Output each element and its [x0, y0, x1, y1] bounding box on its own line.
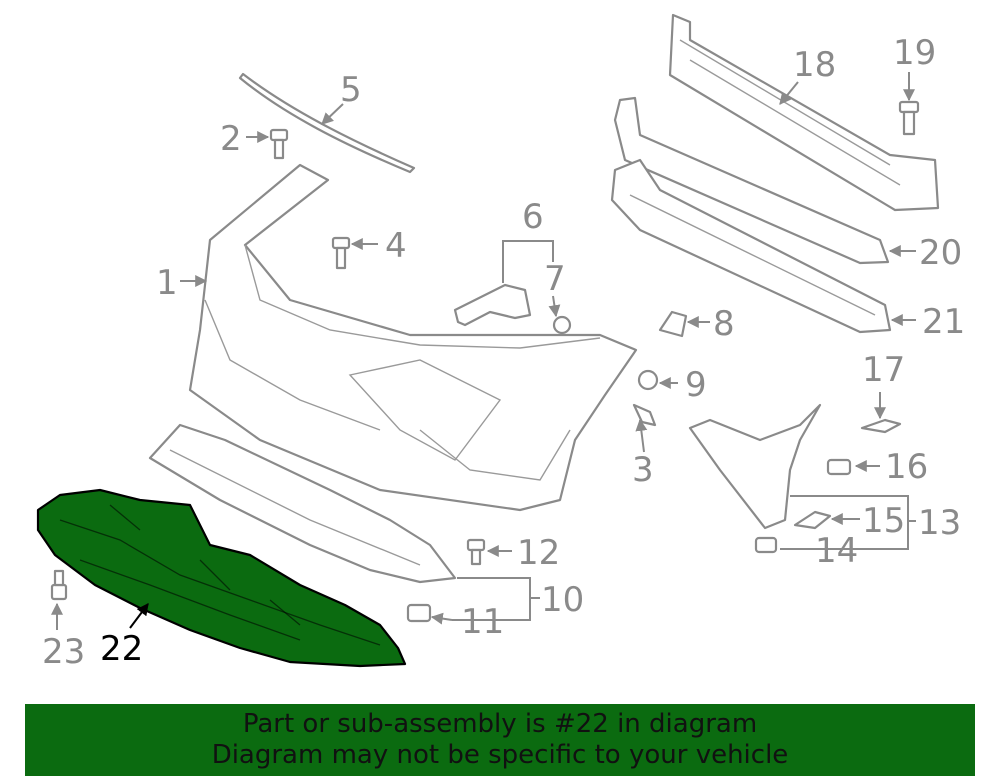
- part-11-clip: [406, 603, 432, 623]
- notice-line-1: Part or sub-assembly is #22 in diagram: [242, 709, 758, 739]
- part-7-clip: [552, 315, 572, 335]
- callout-2: 2: [220, 119, 242, 159]
- callout-20: 20: [919, 233, 962, 273]
- part-4-bolt: [331, 236, 351, 270]
- leader-lines: [51, 72, 916, 630]
- callout-19: 19: [893, 33, 936, 73]
- part-21-absorber: [610, 158, 892, 334]
- callout-12: 12: [517, 533, 560, 573]
- part-22-under-cover: [36, 488, 407, 668]
- callout-11: 11: [461, 602, 504, 642]
- callout-21: 21: [922, 302, 965, 342]
- part-12-bolt: [466, 538, 486, 566]
- callout-22: 22: [100, 629, 143, 669]
- part-18-reinforcement: [668, 13, 940, 212]
- callout-14: 14: [815, 531, 858, 571]
- callout-17: 17: [862, 350, 905, 390]
- callout-4: 4: [385, 226, 407, 266]
- part-10-spoiler: [148, 423, 457, 584]
- part-20-absorber: [613, 96, 890, 265]
- part-13-bracket: [688, 403, 822, 530]
- callout-16: 16: [885, 447, 928, 487]
- callout-labels: 1 2 3 4 5 6 7 8 9 10 11 12 13 14 15 16 1…: [42, 33, 965, 672]
- callout-18: 18: [793, 45, 836, 85]
- part-2-bolt: [269, 128, 289, 160]
- callout-5: 5: [340, 70, 362, 110]
- part-15-clip: [793, 510, 832, 530]
- callout-6: 6: [522, 197, 544, 237]
- callout-9: 9: [685, 365, 707, 405]
- callout-1: 1: [156, 263, 178, 303]
- callout-8: 8: [713, 304, 735, 344]
- part-1-bumper-cover: [188, 163, 638, 512]
- callout-10: 10: [541, 580, 584, 620]
- part-6-bracket: [453, 283, 532, 327]
- callout-15: 15: [862, 501, 905, 541]
- part-3-clip: [632, 403, 657, 427]
- notice-line-2: Diagram may not be specific to your vehi…: [211, 740, 789, 770]
- callout-7: 7: [544, 259, 566, 299]
- part-8-clip: [658, 310, 688, 338]
- part-23-bolt: [50, 569, 68, 601]
- notice-banner: Part or sub-assembly is #22 in diagram D…: [25, 704, 975, 776]
- part-9-nut: [637, 369, 659, 391]
- callout-3: 3: [632, 450, 654, 490]
- part-17-clip: [860, 418, 902, 434]
- callout-13: 13: [918, 503, 961, 543]
- part-14-clip: [754, 536, 778, 554]
- part-19-bolt: [898, 100, 920, 136]
- callout-23: 23: [42, 632, 85, 672]
- part-5-molding: [238, 72, 416, 174]
- part-16-bolt: [826, 458, 852, 476]
